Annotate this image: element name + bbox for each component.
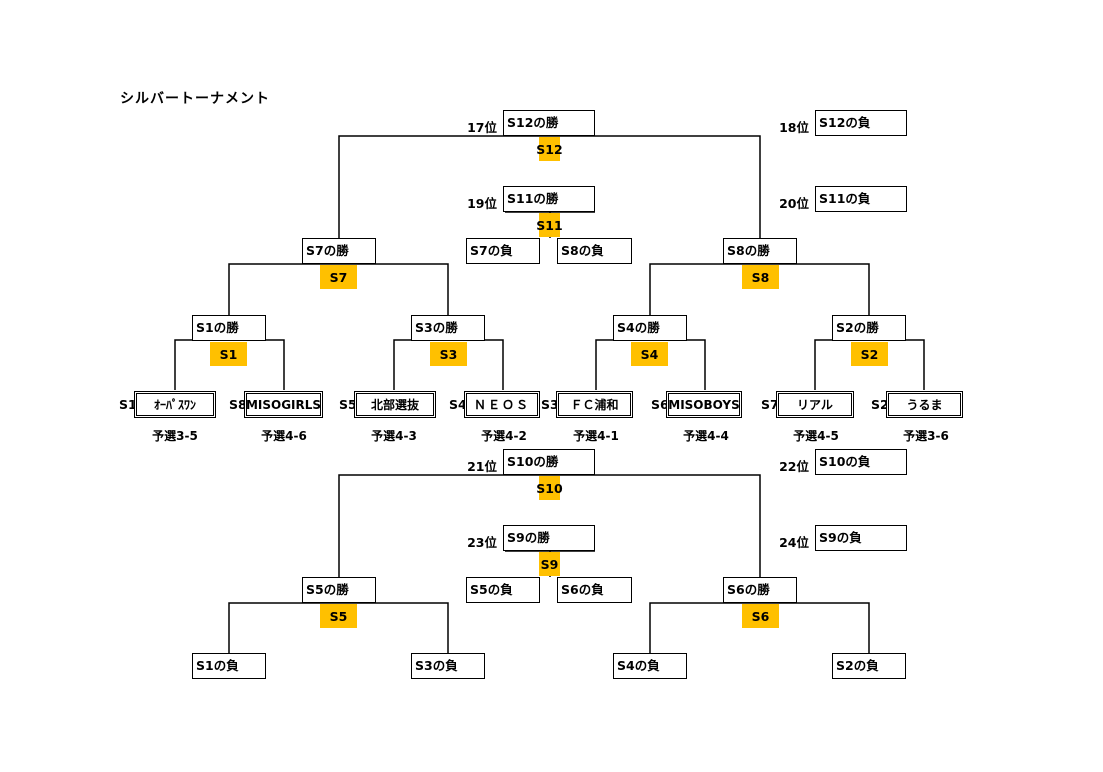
box-s9-win: S9の勝 bbox=[503, 525, 595, 551]
team-qualifier: 予選4-2 bbox=[481, 429, 527, 443]
team-qualifier: 予選3-5 bbox=[152, 429, 198, 443]
badge-s2: S2 bbox=[851, 342, 888, 366]
box-s9-lose: S9の負 bbox=[815, 525, 907, 551]
box-s1-lose: S1の負 bbox=[192, 653, 266, 679]
team-qualifier: 予選3-6 bbox=[903, 429, 949, 443]
box-s11-win: S11の勝 bbox=[503, 186, 595, 212]
box-s12-lose: S12の負 bbox=[815, 110, 907, 136]
team-box: ＦＣ浦和 bbox=[556, 391, 633, 418]
team-box: ｵｰﾊﾟｽﾜﾝ bbox=[134, 391, 216, 418]
box-s1-win: S1の勝 bbox=[192, 315, 266, 341]
box-s4-lose: S4の負 bbox=[613, 653, 687, 679]
team-seed: S7 bbox=[761, 397, 779, 412]
badge-s12: S12 bbox=[536, 137, 563, 161]
box-s6-win: S6の勝 bbox=[723, 577, 797, 603]
box-s10-win: S10の勝 bbox=[503, 449, 595, 475]
rank-22: 22位 bbox=[779, 459, 809, 474]
box-s5-lose: S5の負 bbox=[466, 577, 540, 603]
team-qualifier: 予選4-3 bbox=[371, 429, 417, 443]
rank-24: 24位 bbox=[779, 535, 809, 550]
team-box: MISOGIRLS bbox=[244, 391, 323, 418]
team-box: ＮＥＯＳ bbox=[464, 391, 540, 418]
badge-s6: S6 bbox=[742, 604, 779, 628]
box-s11-lose: S11の負 bbox=[815, 186, 907, 212]
badge-s3: S3 bbox=[430, 342, 467, 366]
box-s3-win: S3の勝 bbox=[411, 315, 485, 341]
team-seed: S5 bbox=[339, 397, 357, 412]
rank-19: 19位 bbox=[467, 196, 497, 211]
rank-20: 20位 bbox=[779, 196, 809, 211]
team-seed: S1 bbox=[119, 397, 137, 412]
team-qualifier: 予選4-4 bbox=[683, 429, 729, 443]
box-s4-win: S4の勝 bbox=[613, 315, 687, 341]
box-s6-lose: S6の負 bbox=[557, 577, 632, 603]
team-seed: S8 bbox=[229, 397, 247, 412]
team-seed: S2 bbox=[871, 397, 889, 412]
team-seed: S6 bbox=[651, 397, 669, 412]
box-s7-lose: S7の負 bbox=[466, 238, 540, 264]
box-s2-lose: S2の負 bbox=[832, 653, 906, 679]
box-s10-lose: S10の負 bbox=[815, 449, 907, 475]
box-s2-win: S2の勝 bbox=[832, 315, 906, 341]
team-box: リアル bbox=[776, 391, 854, 418]
badge-s7: S7 bbox=[320, 265, 357, 289]
box-s3-lose: S3の負 bbox=[411, 653, 485, 679]
badge-s8: S8 bbox=[742, 265, 779, 289]
team-qualifier: 予選4-6 bbox=[261, 429, 307, 443]
badge-s10: S10 bbox=[536, 476, 563, 500]
team-box: うるま bbox=[886, 391, 963, 418]
rank-23: 23位 bbox=[467, 535, 497, 550]
badge-s1: S1 bbox=[210, 342, 247, 366]
badge-s11: S11 bbox=[536, 213, 563, 237]
rank-18: 18位 bbox=[779, 120, 809, 135]
team-box: MISOBOYS bbox=[666, 391, 742, 418]
team-qualifier: 予選4-5 bbox=[793, 429, 839, 443]
box-s8-win: S8の勝 bbox=[723, 238, 797, 264]
rank-17: 17位 bbox=[467, 120, 497, 135]
team-seed: S4 bbox=[449, 397, 467, 412]
badge-s5: S5 bbox=[320, 604, 357, 628]
rank-21: 21位 bbox=[467, 459, 497, 474]
box-s7-win: S7の勝 bbox=[302, 238, 376, 264]
box-s8-lose: S8の負 bbox=[557, 238, 632, 264]
box-s5-win: S5の勝 bbox=[302, 577, 376, 603]
badge-s4: S4 bbox=[631, 342, 668, 366]
team-box: 北部選抜 bbox=[354, 391, 436, 418]
page-title: シルバートーナメント bbox=[120, 91, 270, 107]
badge-s9: S9 bbox=[539, 552, 560, 576]
team-qualifier: 予選4-1 bbox=[573, 429, 619, 443]
box-s12-win: S12の勝 bbox=[503, 110, 595, 136]
team-seed: S3 bbox=[541, 397, 559, 412]
